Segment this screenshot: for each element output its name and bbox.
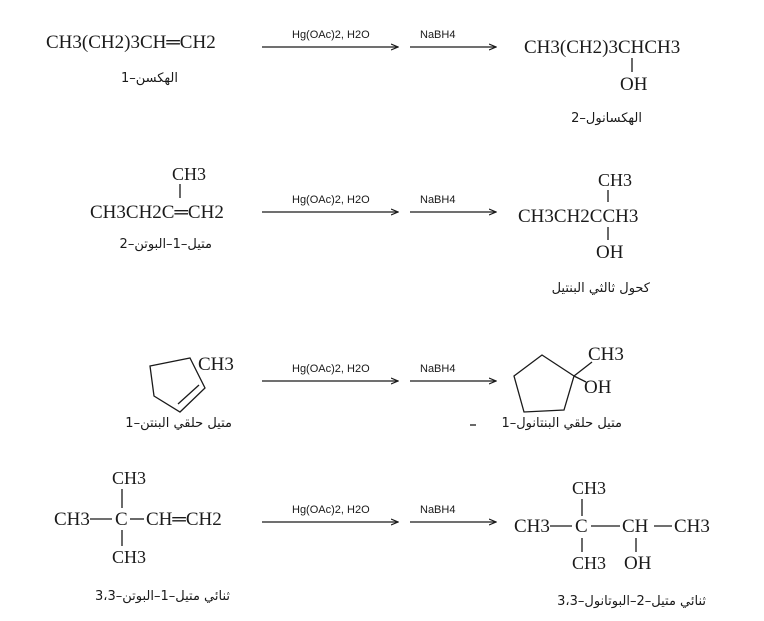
reaction-4-reagent-2: NaBH4: [420, 504, 455, 516]
reactant-2-name: 2–متيل–1–البوتن: [120, 237, 212, 252]
product-3-bond-oh: [573, 375, 587, 383]
product-3-bond-methyl: [573, 361, 593, 377]
reactant-4-name: 3،3–ثنائي متيل–1–البوتن: [95, 589, 230, 604]
reactant-4-methyl-left: CH3: [54, 509, 90, 530]
reactant-3-double-bond: [177, 384, 200, 405]
product-1-formula: CH3(CH2)3CHCH3: [524, 37, 680, 58]
reactant-1-formula: CH3(CH2)3CH═CH2: [46, 32, 216, 53]
product-2-name: كحول ثالثي البنتيل: [552, 281, 651, 296]
reactant-1-name: 1–الهكسن: [121, 71, 178, 86]
product-2-oh: OH: [596, 242, 624, 263]
reaction-2-reagent-1: Hg(OAc)2, H2O: [292, 194, 370, 206]
reactant-4-vinyl: CH═CH2: [146, 509, 222, 530]
reaction-2-reagent-2: NaBH4: [420, 194, 455, 206]
reaction-3: CH3 1–متيل حلقي البنتن Hg(OAc)2, H2O NaB…: [125, 344, 624, 431]
reactant-3-methyl: CH3: [198, 354, 234, 375]
product-2-formula: CH3CH2CCH3: [518, 206, 638, 227]
product-4-methyl-left: CH3: [514, 516, 550, 537]
reaction-2: CH3 CH3CH2C═CH2 2–متيل–1–البوتن Hg(OAc)2…: [90, 164, 651, 296]
reactant-4-carbon: C: [115, 509, 128, 530]
product-3-name: 1–متيل حلقي البنتانول: [501, 416, 622, 431]
reaction-4: CH3 CH3 C CH═CH2 CH3 3،3–ثنائي متيل–1–ال…: [54, 468, 710, 609]
product-4-ch: CH: [622, 516, 649, 537]
product-4-name: 3،3–ثنائي متيل–2–البوتانول: [557, 594, 706, 609]
reaction-1-reagent-1: Hg(OAc)2, H2O: [292, 29, 370, 41]
product-3-oh: OH: [584, 377, 612, 398]
product-2-methyl: CH3: [598, 170, 632, 190]
product-4-carbon: C: [575, 516, 588, 537]
reaction-3-reagent-1: Hg(OAc)2, H2O: [292, 363, 370, 375]
product-4-methyl-right: CH3: [674, 516, 710, 537]
product-1-name: 2–الهكسانول: [571, 111, 642, 126]
product-4-methyl-top: CH3: [572, 478, 606, 498]
reaction-4-reagent-1: Hg(OAc)2, H2O: [292, 504, 370, 516]
product-4-methyl-bottom: CH3: [572, 553, 606, 573]
product-3-methyl: CH3: [588, 344, 624, 365]
reactant-2-methyl: CH3: [172, 164, 206, 184]
reaction-1-reagent-2: NaBH4: [420, 29, 455, 41]
reactant-3-cyclopentene-ring: [149, 357, 206, 413]
reaction-1: CH3(CH2)3CH═CH2 1–الهكسن Hg(OAc)2, H2O N…: [46, 29, 680, 126]
product-1-oh: OH: [620, 74, 648, 95]
reactant-3-name: 1–متيل حلقي البنتن: [125, 416, 232, 431]
reactant-2-formula: CH3CH2C═CH2: [90, 202, 224, 223]
product-4-oh: OH: [624, 553, 652, 574]
reactant-4-methyl-top: CH3: [112, 468, 146, 488]
reactant-4-methyl-bottom: CH3: [112, 547, 146, 567]
reaction-3-reagent-2: NaBH4: [420, 363, 455, 375]
product-3-cyclopentane-ring: [513, 354, 575, 413]
